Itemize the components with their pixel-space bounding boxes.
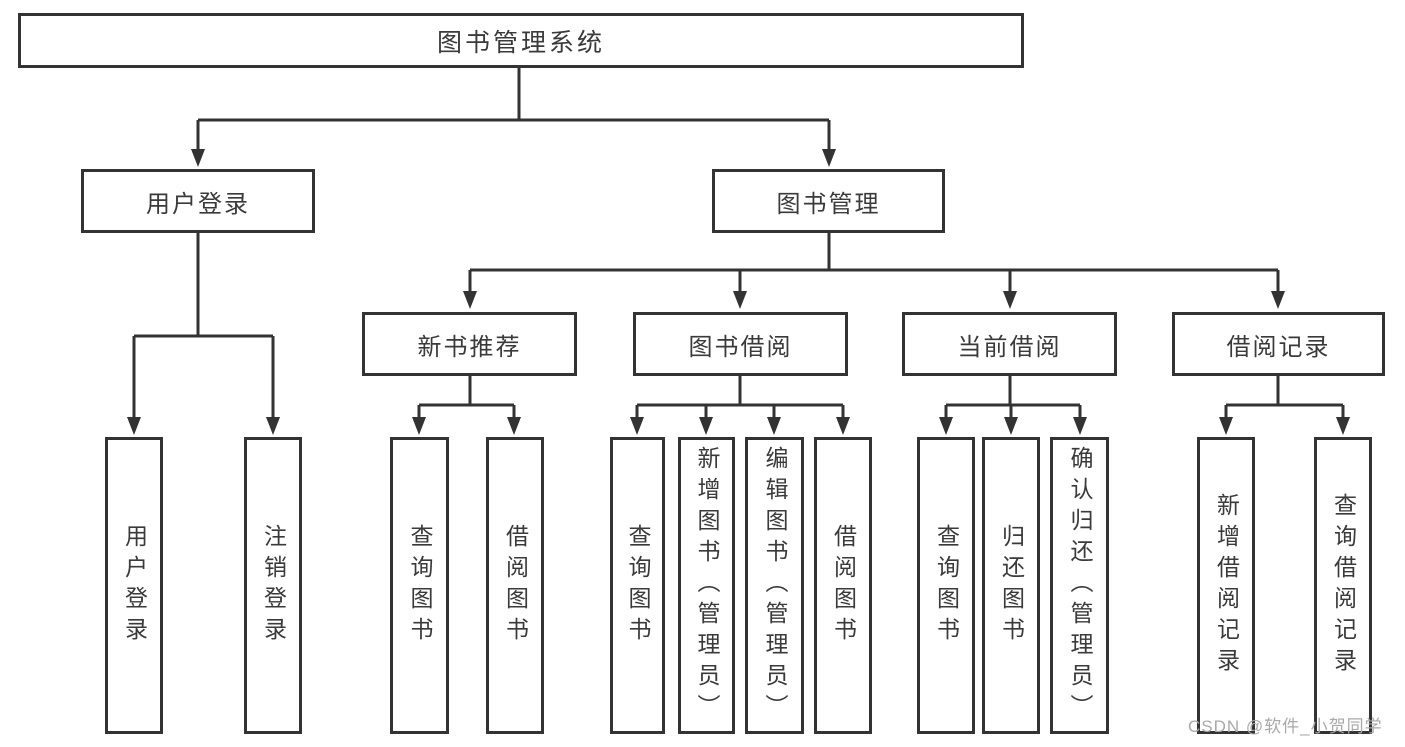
leaf-label: 确认归还（管理员） xyxy=(1067,446,1093,725)
node-label: 图书管理系统 xyxy=(436,28,605,57)
node-label: 当前借阅 xyxy=(957,333,1062,361)
arrowheads xyxy=(127,149,1350,435)
node-book-management: 图书管理 xyxy=(712,169,945,233)
leaf-borrow-books-borrowing: 借阅图书 xyxy=(814,437,872,734)
node-user-login: 用户登录 xyxy=(81,169,315,233)
leaf-logout: 注销登录 xyxy=(244,437,302,734)
leaf-label: 查询图书 xyxy=(933,523,960,648)
node-borrowing-records: 借阅记录 xyxy=(1172,312,1385,376)
leaf-return-books: 归还图书 xyxy=(982,437,1040,734)
node-library-management-system: 图书管理系统 xyxy=(18,13,1024,68)
node-book-borrowing: 图书借阅 xyxy=(633,312,848,376)
leaf-label: 借阅图书 xyxy=(502,523,529,648)
leaf-add-borrow-record: 新增借阅记录 xyxy=(1197,437,1255,734)
node-label: 图书管理 xyxy=(776,190,881,218)
leaf-label: 用户登录 xyxy=(121,523,148,648)
node-new-book-recommend: 新书推荐 xyxy=(362,312,577,376)
leaf-query-books-current: 查询图书 xyxy=(917,437,975,734)
leaf-query-borrow-record: 查询借阅记录 xyxy=(1314,437,1372,734)
leaf-label: 新增图书（管理员） xyxy=(694,446,720,725)
leaf-label: 注销登录 xyxy=(260,523,287,648)
leaf-borrow-books-recommend: 借阅图书 xyxy=(486,437,544,734)
node-label: 借阅记录 xyxy=(1226,333,1331,361)
node-label: 用户登录 xyxy=(146,190,250,218)
node-label: 图书借阅 xyxy=(688,333,793,361)
leaf-add-books-admin: 新增图书（管理员） xyxy=(678,437,735,734)
leaf-label: 归还图书 xyxy=(998,523,1025,648)
leaf-confirm-return-admin: 确认归还（管理员） xyxy=(1050,437,1109,734)
leaf-label: 查询图书 xyxy=(407,523,433,648)
csdn-watermark: CSDN @软件_小贺同学 xyxy=(1188,717,1383,736)
leaf-user-login: 用户登录 xyxy=(105,437,163,734)
node-label: 新书推荐 xyxy=(417,333,522,361)
leaf-query-books-recommend: 查询图书 xyxy=(390,437,449,734)
leaf-label: 编辑图书（管理员） xyxy=(762,446,788,725)
leaf-edit-books-admin: 编辑图书（管理员） xyxy=(745,437,804,734)
leaf-label: 查询图书 xyxy=(625,523,651,648)
leaf-query-books-borrowing: 查询图书 xyxy=(610,437,665,734)
leaf-label: 查询借阅记录 xyxy=(1330,492,1357,679)
leaf-label: 新增借阅记录 xyxy=(1213,492,1240,679)
node-current-borrowing: 当前借阅 xyxy=(902,312,1117,376)
leaf-label: 借阅图书 xyxy=(830,523,857,648)
